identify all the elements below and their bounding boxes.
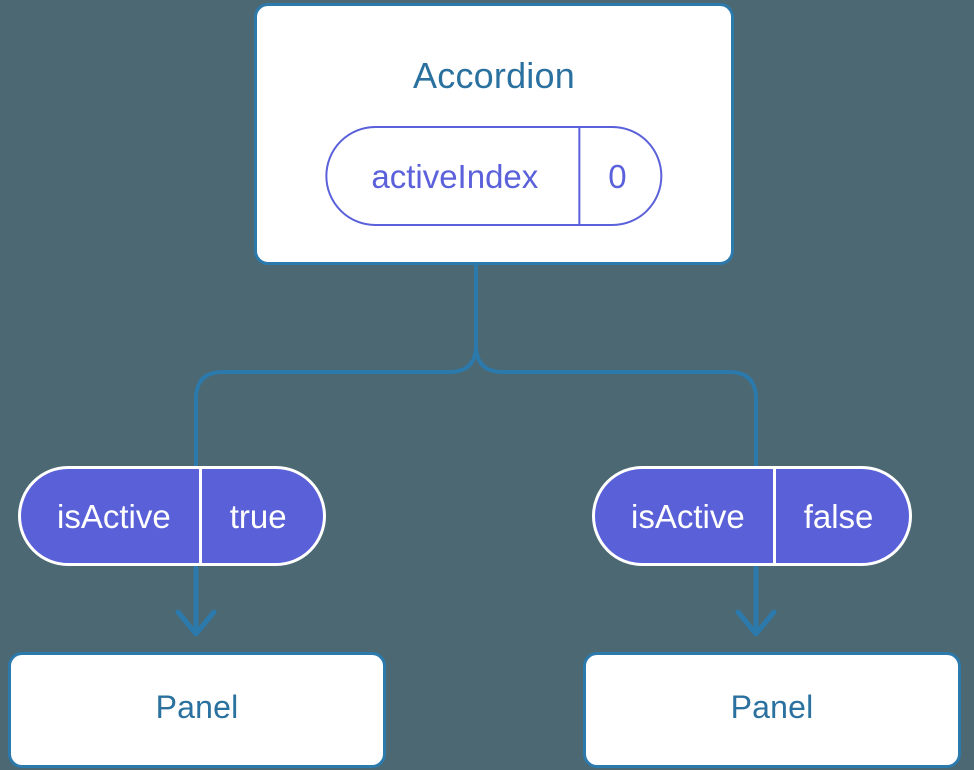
component-title-accordion: Accordion xyxy=(413,55,575,96)
state-pill-value: 0 xyxy=(578,128,660,224)
component-node-panel-right[interactable]: Panel xyxy=(583,652,961,768)
prop-pill-is-active-true[interactable]: isActive true xyxy=(18,466,326,566)
prop-pill-key: isActive xyxy=(57,497,171,535)
prop-pill-value: true xyxy=(198,469,323,563)
state-pill-key: activeIndex xyxy=(371,157,539,195)
prop-pill-key: isActive xyxy=(631,497,745,535)
prop-pill-value: false xyxy=(772,469,910,563)
component-title-panel-right: Panel xyxy=(730,689,814,725)
component-node-accordion[interactable]: Accordion activeIndex 0 xyxy=(254,3,734,265)
prop-pill-is-active-false[interactable]: isActive false xyxy=(592,466,913,566)
component-title-panel-left: Panel xyxy=(155,689,239,725)
component-node-panel-left[interactable]: Panel xyxy=(8,652,386,768)
state-pill-active-index[interactable]: activeIndex 0 xyxy=(325,126,663,226)
